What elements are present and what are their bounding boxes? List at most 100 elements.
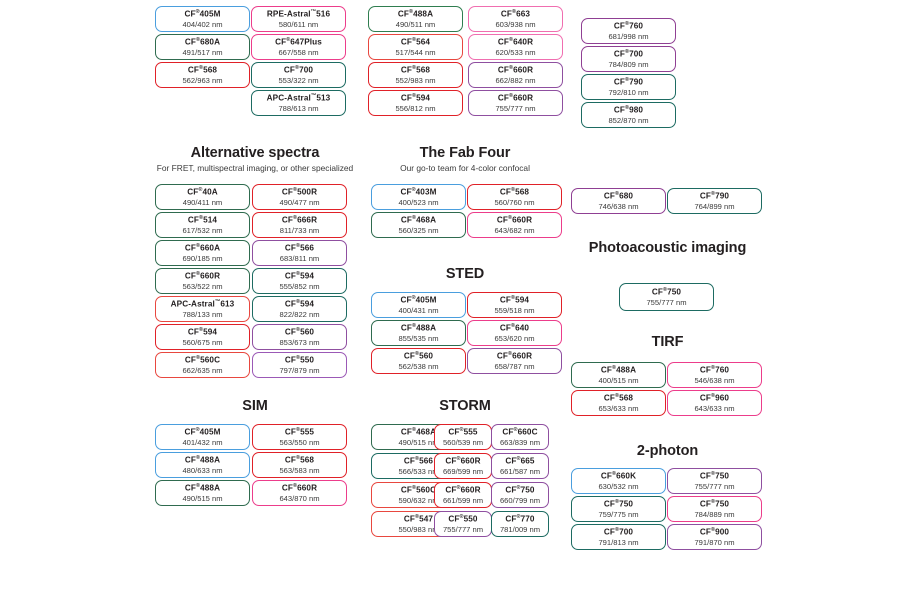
dye-wavelengths: 556/812 nm (395, 103, 436, 113)
dye-name: CF®564 (400, 37, 431, 47)
dye-name: CF®568 (603, 393, 634, 403)
dye-wavelengths: 404/402 nm (182, 19, 223, 29)
section-heading-alternative-spectra: Alternative spectra (190, 145, 320, 161)
dye-wavelengths: 401/432 nm (182, 437, 223, 447)
section-heading-sim: SIM (242, 398, 268, 414)
dye-name: CF®566 (403, 456, 434, 466)
dye-name: CF®594 (499, 295, 530, 305)
dye-name: APC-Astral™513 (266, 93, 331, 103)
dye-wavelengths: 663/839 nm (499, 437, 541, 447)
dye-wavelengths: 552/983 nm (395, 75, 436, 85)
dye-name: CF®660C (502, 427, 538, 437)
dye-wavelengths: 755/777 nm (646, 297, 687, 307)
dye-wavelengths: 400/431 nm (398, 305, 439, 315)
dye-wavelengths: 662/635 nm (182, 365, 223, 375)
dye-name: CF®568 (187, 65, 218, 75)
dye-name: CF®760 (699, 365, 730, 375)
dye-wavelengths: 781/009 nm (499, 524, 541, 534)
dye-wavelengths: 562/963 nm (182, 75, 223, 85)
dye-name: CF®680 (603, 191, 634, 201)
dye-wavelengths: 490/411 nm (182, 197, 223, 207)
dye-wavelengths: 643/633 nm (694, 403, 735, 413)
dye-wavelengths: 855/535 nm (398, 333, 439, 343)
dye-name: CF®660R (184, 271, 221, 281)
dye-wavelengths: 517/544 nm (395, 47, 436, 57)
dye-wavelengths: 546/638 nm (694, 375, 735, 385)
dye-wavelengths: 661/587 nm (499, 466, 541, 476)
section-heading-storm: STORM (439, 398, 491, 414)
dye-wavelengths: 560/325 nm (398, 225, 439, 235)
